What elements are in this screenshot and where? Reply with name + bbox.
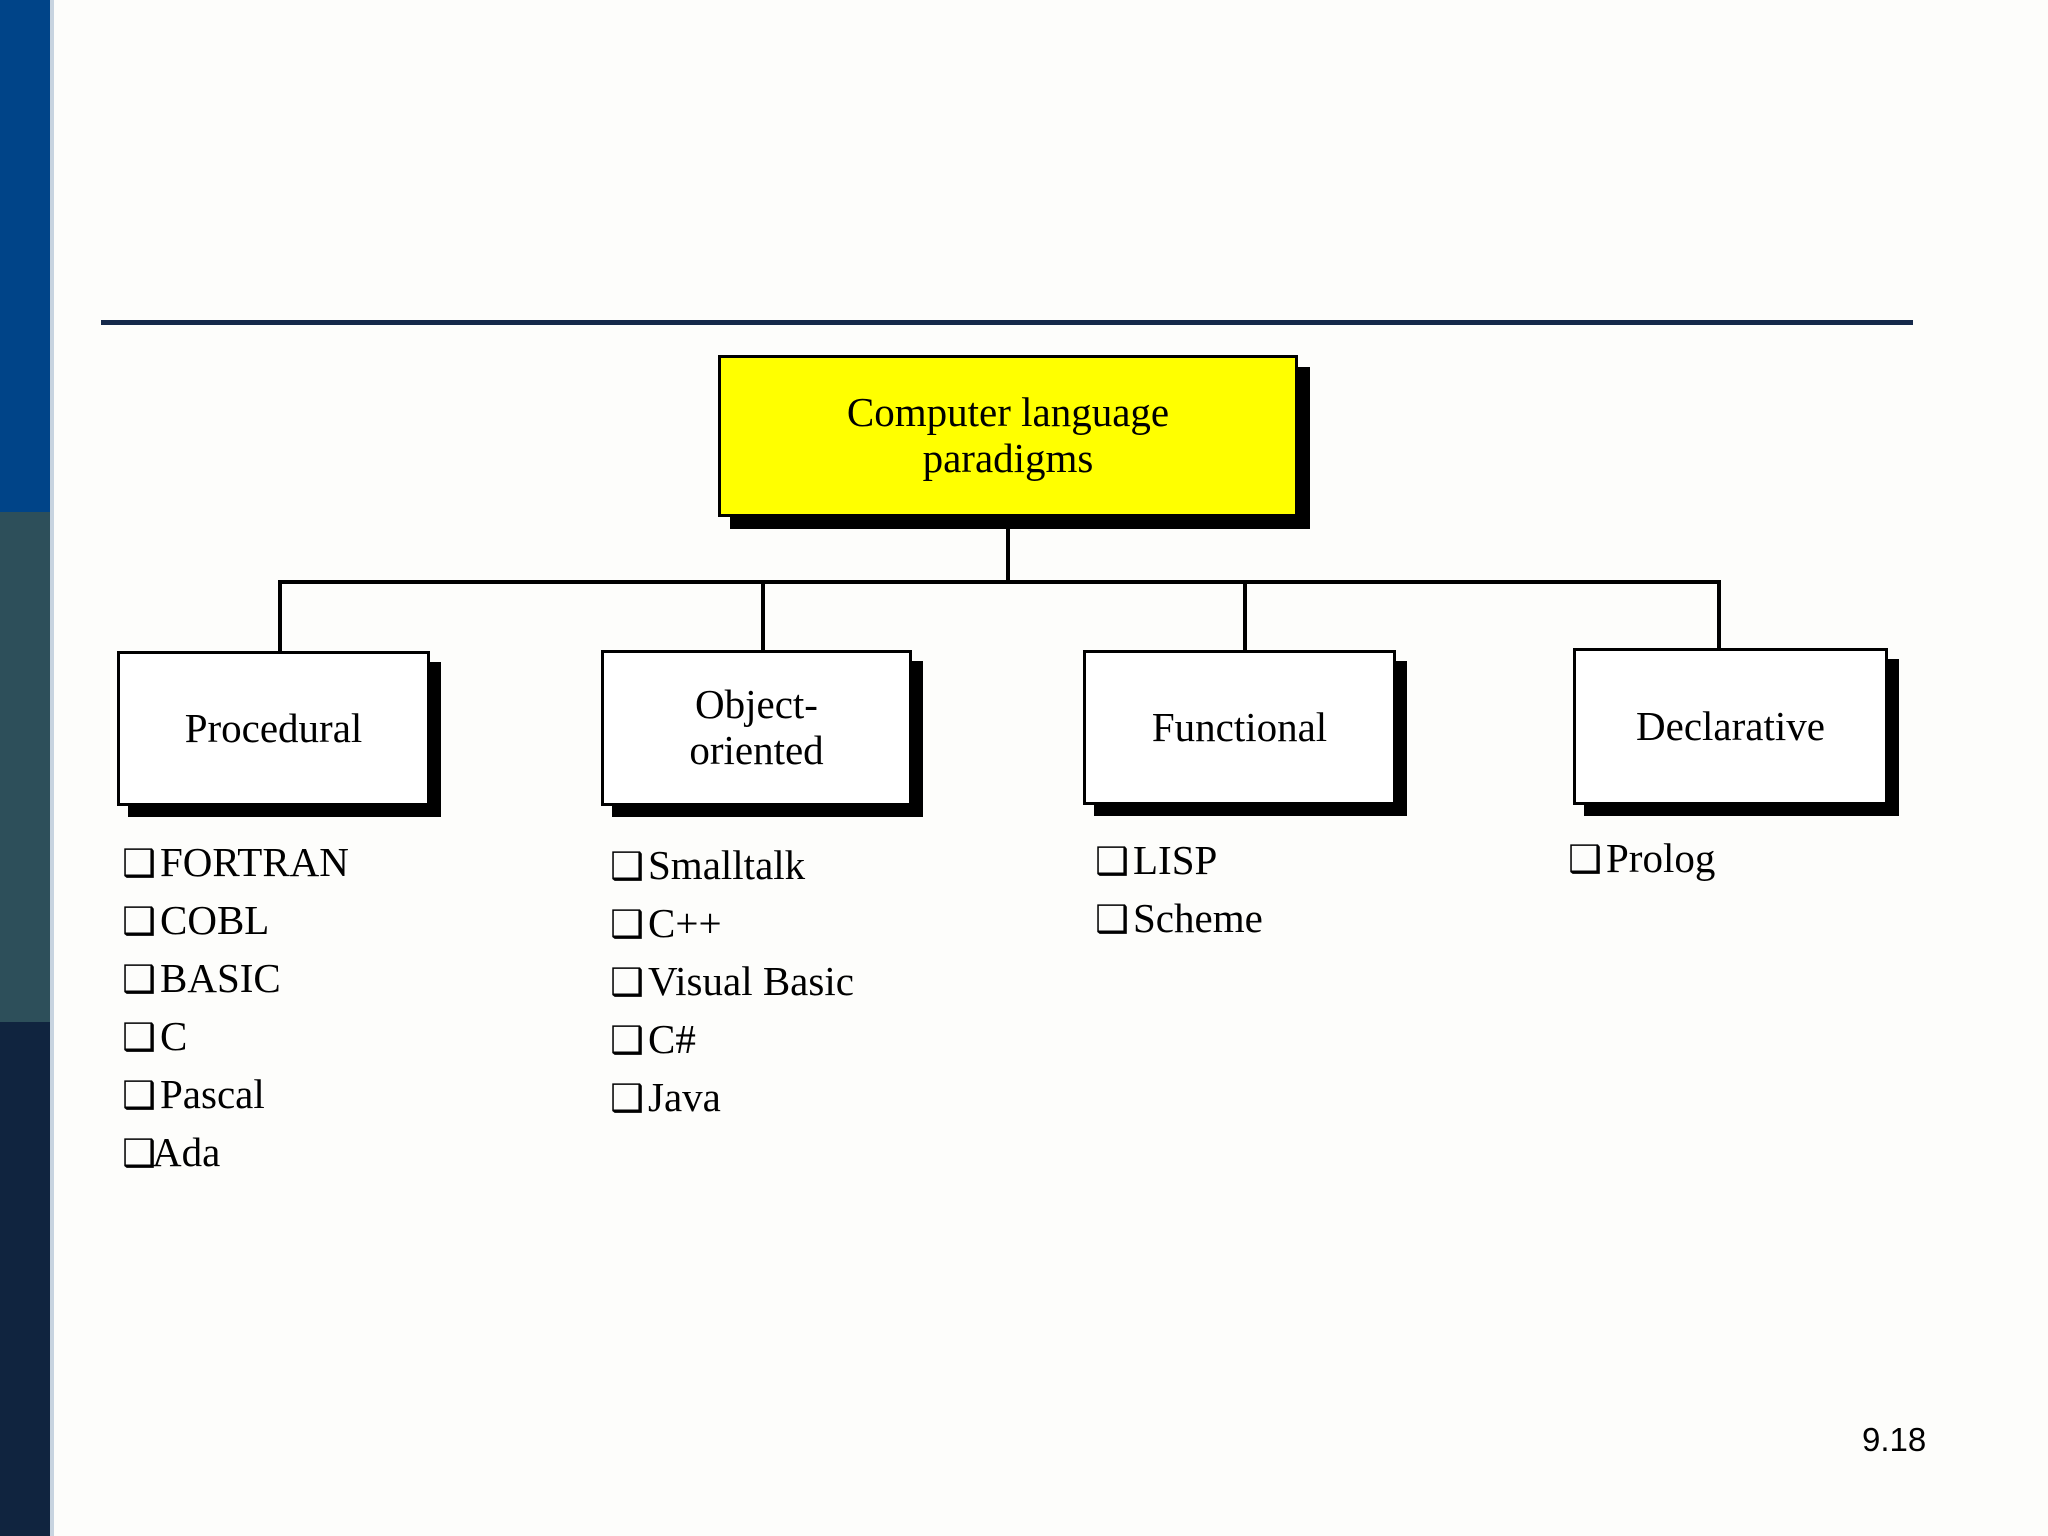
node-functional-label: Functional (1151, 703, 1328, 750)
list-item: ❑ Smalltalk (610, 845, 854, 903)
list-item: ❑ BASIC (122, 958, 349, 1016)
list-procedural-languages: ❑ FORTRAN ❑ COBL ❑ BASIC ❑ C ❑ Pascal ❑ … (122, 842, 349, 1190)
checkbox-bullet-icon: ❑ (122, 901, 157, 943)
list-item-label: LISP (1133, 837, 1218, 883)
connector-drop-procedural (278, 580, 282, 651)
root-node-computer-language-paradigms: Computer language paradigms (718, 355, 1298, 517)
list-item: ❑ FORTRAN (122, 842, 349, 900)
list-item: ❑ Ada (122, 1132, 349, 1190)
node-procedural: Procedural (117, 651, 430, 806)
node-functional: Functional (1083, 650, 1396, 805)
list-item-label: BASIC (160, 955, 281, 1001)
checkbox-bullet-icon: ❑ (122, 1017, 157, 1059)
node-object-oriented: Object- oriented (601, 650, 912, 806)
list-item-label: Ada (152, 1129, 221, 1175)
list-item: ❑ COBL (122, 900, 349, 958)
list-item: ❑ Java (610, 1077, 854, 1135)
node-procedural-label: Procedural (184, 704, 363, 751)
sidebar-band-bottom (0, 1022, 50, 1536)
checkbox-bullet-icon: ❑ (610, 846, 645, 888)
sidebar-decoration (0, 0, 50, 1536)
node-object-oriented-label-line1: Object- (695, 681, 818, 728)
list-item: ❑ Visual Basic (610, 961, 854, 1019)
list-declarative-languages: ❑ Prolog (1568, 838, 1715, 896)
list-item-label: FORTRAN (160, 839, 349, 885)
list-item-label: Visual Basic (648, 958, 854, 1004)
header-divider-rule (101, 320, 1913, 325)
checkbox-bullet-icon: ❑ (1095, 841, 1130, 883)
list-item-label: Scheme (1133, 895, 1263, 941)
connector-drop-object-oriented (761, 580, 765, 650)
page-number: 9.18 (1862, 1421, 1927, 1458)
list-item-label: Java (648, 1074, 721, 1120)
list-item-label: Pascal (160, 1071, 265, 1117)
list-item: ❑ C (122, 1016, 349, 1074)
list-item: ❑ C++ (610, 903, 854, 961)
sidebar-band-top (0, 0, 50, 512)
list-item: ❑ Pascal (122, 1074, 349, 1132)
list-item: ❑ Scheme (1095, 898, 1263, 956)
sidebar-band-middle (0, 512, 50, 1022)
checkbox-bullet-icon: ❑ (122, 959, 157, 1001)
node-object-oriented-label-line2: oriented (689, 727, 824, 773)
list-item-label: C (160, 1013, 188, 1059)
checkbox-bullet-icon: ❑ (610, 904, 645, 946)
checkbox-bullet-icon: ❑ (610, 1020, 645, 1062)
list-item-label: Prolog (1606, 835, 1716, 881)
checkbox-bullet-icon: ❑ (122, 1075, 157, 1117)
checkbox-bullet-icon: ❑ (1095, 899, 1130, 941)
connector-horizontal-bus (278, 580, 1721, 584)
list-functional-languages: ❑ LISP ❑ Scheme (1095, 840, 1263, 956)
root-node-label-line1: Computer language (846, 389, 1170, 436)
checkbox-bullet-icon: ❑ (610, 1078, 645, 1120)
list-item: ❑ Prolog (1568, 838, 1715, 896)
list-item-label: C++ (648, 900, 722, 946)
checkbox-bullet-icon: ❑ (1568, 839, 1603, 881)
connector-drop-declarative (1717, 580, 1721, 648)
list-item: ❑ LISP (1095, 840, 1263, 898)
connector-drop-functional (1243, 580, 1247, 650)
list-item-label: Smalltalk (648, 842, 806, 888)
list-item: ❑ C# (610, 1019, 854, 1077)
checkbox-bullet-icon: ❑ (122, 1133, 157, 1175)
connector-root-stem (1006, 517, 1010, 583)
list-object-oriented-languages: ❑ Smalltalk ❑ C++ ❑ Visual Basic ❑ C# ❑ … (610, 845, 854, 1135)
list-item-label: C# (648, 1016, 696, 1062)
root-node-label-line2: paradigms (922, 435, 1094, 481)
sidebar-edge-line (50, 0, 54, 1536)
node-declarative-label: Declarative (1636, 702, 1825, 749)
node-declarative: Declarative (1573, 648, 1888, 805)
list-item-label: COBL (160, 897, 270, 943)
checkbox-bullet-icon: ❑ (122, 843, 157, 885)
checkbox-bullet-icon: ❑ (610, 962, 645, 1004)
